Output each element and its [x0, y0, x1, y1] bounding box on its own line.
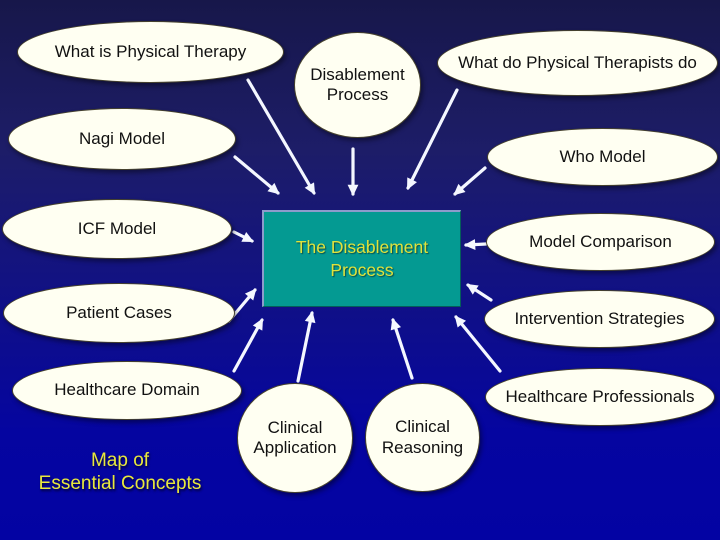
- node-label: What do Physical Therapists do: [458, 52, 697, 72]
- arrow-clinical-application: [296, 310, 316, 383]
- center-box-label-line1: The Disablement: [295, 237, 429, 258]
- node-clinical-reasoning: Clinical Reasoning: [365, 383, 480, 492]
- node-label: Healthcare Domain: [54, 380, 200, 400]
- node-healthcare-professionals: Healthcare Professionals: [485, 368, 715, 426]
- node-label: What is Physical Therapy: [54, 41, 247, 61]
- arrow-who-model: [453, 166, 487, 196]
- node-disablement-process: Disablement Process: [294, 32, 421, 138]
- slide-title: Map of Essential Concepts: [20, 449, 220, 495]
- node-label: Clinical Reasoning: [381, 417, 464, 457]
- arrow-icf-model: [232, 230, 254, 243]
- node-label: Healthcare Professionals: [505, 386, 695, 406]
- arrow-nagi-model: [233, 155, 280, 195]
- node-label: Nagi Model: [79, 128, 165, 148]
- node-healthcare-domain: Healthcare Domain: [12, 361, 242, 420]
- node-nagi-model: Nagi Model: [8, 108, 236, 170]
- node-intervention-strategies: Intervention Strategies: [484, 290, 715, 348]
- node-model-comparison: Model Comparison: [486, 213, 715, 271]
- node-label: Intervention Strategies: [514, 308, 685, 328]
- arrow-what-do-physical-therapists-do: [406, 88, 459, 190]
- node-clinical-application: Clinical Application: [237, 383, 353, 493]
- node-label: Disablement Process: [310, 64, 405, 104]
- arrow-model-comparison: [463, 239, 488, 250]
- arrow-what-is-physical-therapy: [246, 78, 316, 195]
- arrow-clinical-reasoning: [390, 317, 414, 380]
- center-box-label-line2: Process: [330, 260, 394, 280]
- node-label: Patient Cases: [66, 302, 172, 322]
- node-label: Clinical Application: [253, 417, 337, 457]
- arrow-intervention-strategies: [466, 283, 493, 302]
- node-label: ICF Model: [77, 218, 157, 238]
- slide-title-line1: Map of: [90, 450, 150, 471]
- center-box-the-disablement-process: The Disablement Process: [262, 210, 461, 307]
- node-what-is-physical-therapy: What is Physical Therapy: [17, 21, 284, 83]
- node-label: Who Model: [559, 146, 646, 166]
- node-label: Model Comparison: [529, 231, 672, 251]
- arrow-healthcare-professionals: [454, 315, 502, 373]
- node-who-model: Who Model: [487, 128, 718, 186]
- node-icf-model: ICF Model: [2, 199, 232, 259]
- slide-title-line2: Essential Concepts: [38, 473, 202, 495]
- arrow-healthcare-domain: [232, 318, 264, 373]
- node-patient-cases: Patient Cases: [3, 283, 235, 343]
- node-what-do-physical-therapists-do: What do Physical Therapists do: [437, 30, 718, 96]
